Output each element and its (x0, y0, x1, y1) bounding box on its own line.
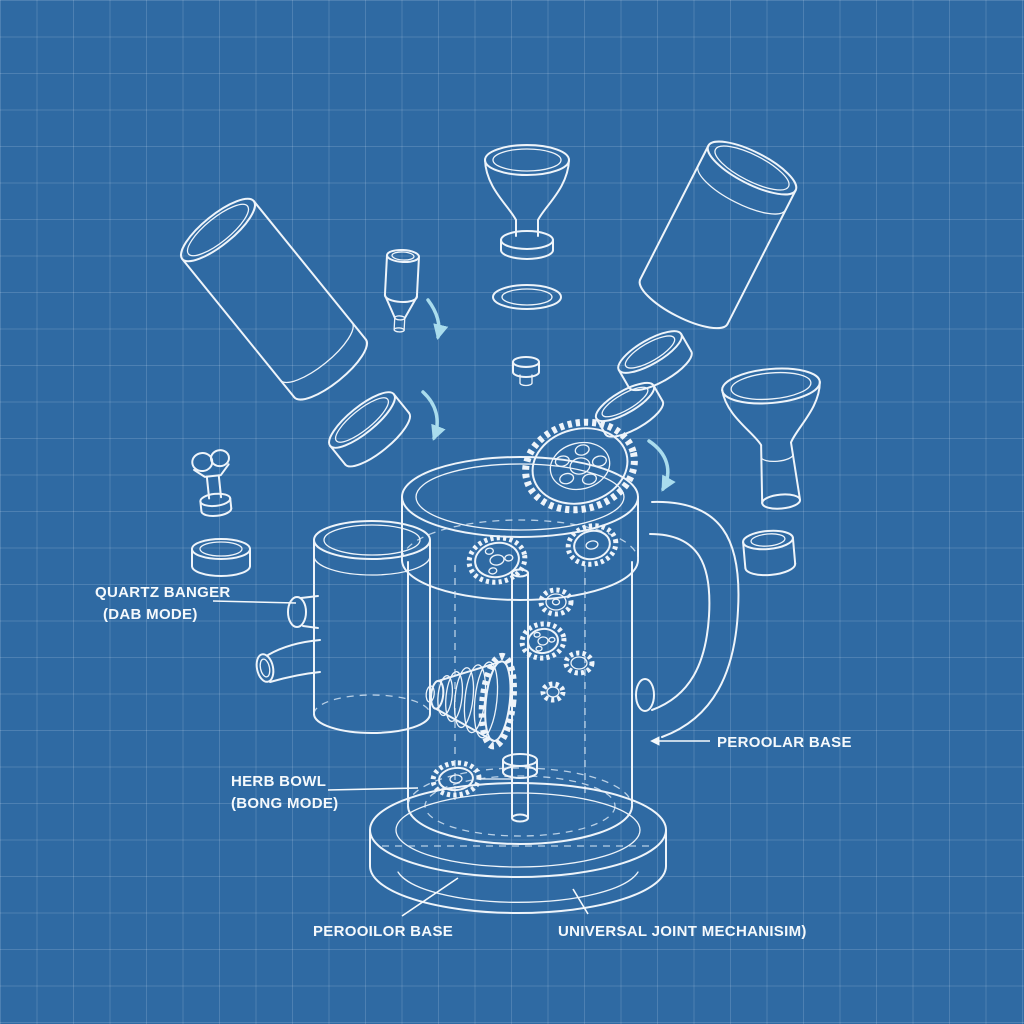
part-small-plug (512, 356, 540, 387)
central-shaft (502, 568, 538, 823)
label-peroolar-base-text: PEROOLAR BASE (717, 734, 852, 751)
label-quartz-banger-line2: (DAB MODE) (103, 606, 198, 623)
gear-large-top (522, 418, 638, 514)
label-peroolar-base: PEROOLAR BASE (717, 732, 852, 754)
label-universal-joint: UNIVERSAL JOINT MECHANISIM) (558, 921, 807, 943)
part-valve-key (191, 449, 233, 517)
leader-herb-bowl (327, 787, 419, 791)
part-dab-nail (383, 248, 420, 333)
part-ring-upper-right (617, 330, 693, 392)
arrow-left-drop (421, 390, 446, 441)
spout-horn (255, 639, 321, 683)
label-perooilor-base: PEROOILOR BASE (313, 921, 453, 943)
gear-center (519, 621, 567, 661)
part-joint-sleeve (742, 529, 797, 577)
gear-mid-left (466, 535, 528, 585)
gear-mid-right (565, 523, 619, 567)
part-ring-small-left (191, 538, 251, 577)
leader-quartz-banger (212, 600, 297, 604)
left-chamber (255, 520, 431, 734)
cone-pulley (425, 652, 517, 750)
handle (635, 500, 740, 738)
main-vessel (401, 456, 639, 845)
gear-small-2 (563, 650, 595, 676)
part-ring-left (328, 391, 411, 468)
part-tube-left (180, 197, 368, 401)
flow-arrows (421, 298, 676, 492)
part-flat-ring (492, 284, 562, 310)
label-quartz-banger: QUARTZ BANGER (DAB MODE) (95, 582, 231, 626)
label-universal-joint-text: UNIVERSAL JOINT MECHANISIM) (558, 923, 807, 940)
gear-bottom (430, 760, 482, 798)
label-herb-bowl-line1: HERB BOWL (231, 773, 327, 790)
leader-lines (212, 600, 710, 917)
part-goblet-bowl (484, 144, 570, 260)
part-ring-lower-right (594, 381, 665, 438)
gear-small-1 (538, 587, 574, 617)
label-herb-bowl: HERB BOWL (BONG MODE) (231, 771, 338, 815)
part-funnel-joint (721, 367, 821, 510)
base (369, 782, 667, 914)
part-tube-right (638, 140, 798, 330)
arrow-right-drop (647, 439, 676, 492)
gear-small-3 (540, 681, 566, 703)
label-perooilor-base-text: PEROOILOR BASE (313, 923, 454, 940)
leader-perooilor-base (401, 877, 459, 917)
leader-universal-joint (572, 888, 589, 915)
side-stub (287, 595, 319, 629)
arrow-nail-drop (426, 298, 449, 341)
label-quartz-banger-line1: QUARTZ BANGER (95, 584, 231, 601)
label-herb-bowl-line2: (BONG MODE) (231, 795, 339, 812)
